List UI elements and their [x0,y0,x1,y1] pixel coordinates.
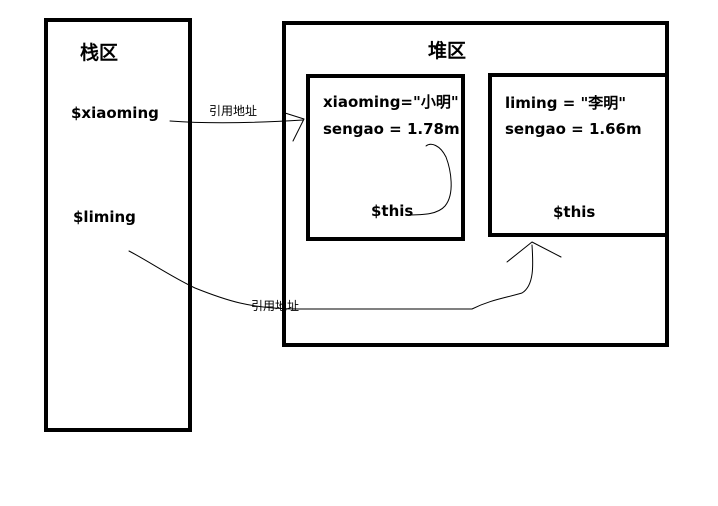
reference-label-top: 引用地址 [209,104,258,118]
arrow-liming-to-object [128,244,534,310]
arrow-xiaoming-head [284,112,305,142]
xiaoming-this-label: $this [371,202,414,220]
liming-height-field: sengao = 1.66m [505,120,642,138]
liming-this-label: $this [553,203,596,221]
stack-var-xiaoming: $xiaoming [71,104,159,122]
heap-title: 堆区 [428,40,467,62]
arrow-liming-head [506,241,562,263]
xiaoming-height-field: sengao = 1.78m [323,120,460,138]
arrow-this-self-reference [406,143,452,216]
heap-object-xiaoming [306,74,465,241]
stack-area [44,18,192,432]
reference-label-bottom: 引用地址 [251,299,300,313]
stack-title: 栈区 [80,42,119,64]
stack-var-liming: $liming [73,208,136,226]
arrow-xiaoming-to-object [169,119,304,124]
liming-name-field: liming = "李明" [505,94,627,112]
xiaoming-name-field: xiaoming="小明" [323,93,459,111]
heap-object-liming [488,73,669,237]
